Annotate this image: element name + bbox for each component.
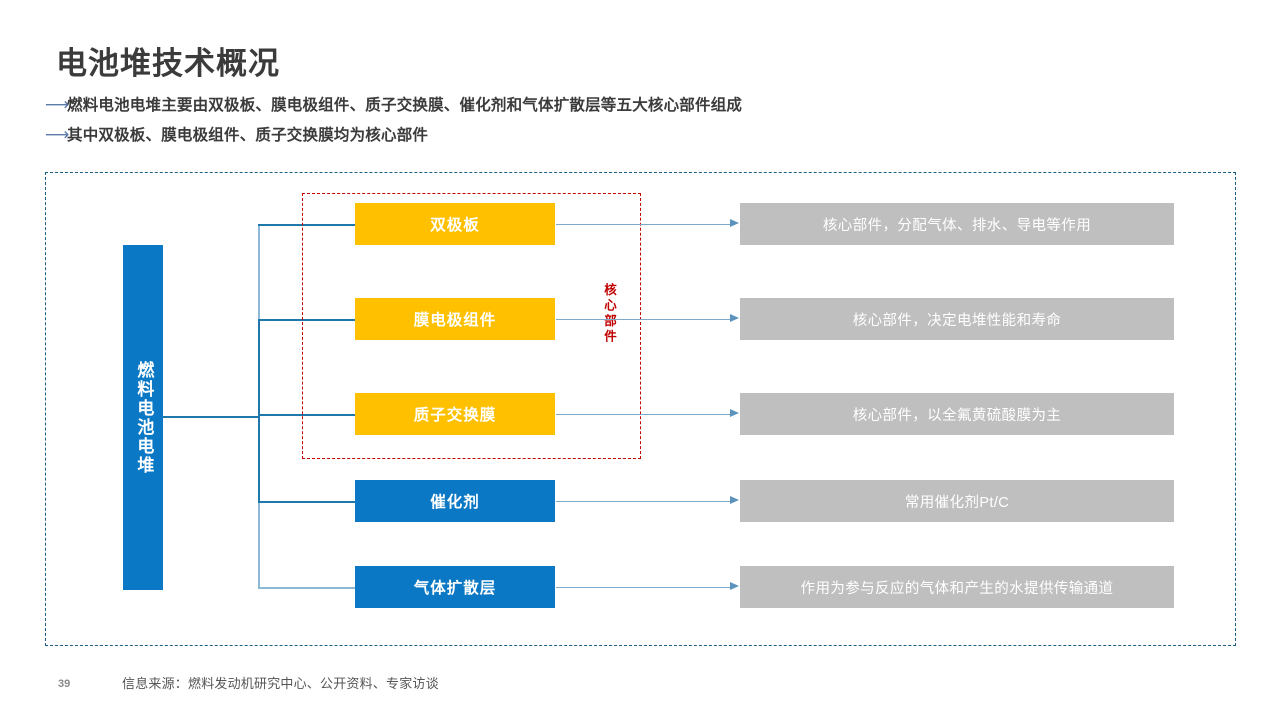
connector-branch-4 xyxy=(258,501,356,503)
node-catalyst[interactable]: 催化剂 xyxy=(355,480,555,522)
arrow-right-icon: ⟶ xyxy=(45,94,70,114)
page-number: 39 xyxy=(58,678,71,690)
connector-arrow-line-5 xyxy=(556,586,732,588)
connector-arrow-head-3 xyxy=(730,409,739,417)
connector-arrow-line-4 xyxy=(556,500,732,502)
connector-arrow-head-5 xyxy=(730,582,739,590)
connector-spine-upper xyxy=(258,224,260,319)
root-node-fuel-cell-stack[interactable]: 燃料电池电堆 xyxy=(123,245,163,590)
bullet-text: 燃料电池电堆主要由双极板、膜电极组件、质子交换膜、催化剂和气体扩散层等五大核心部… xyxy=(67,97,743,114)
node-gas-diffusion-layer[interactable]: 气体扩散层 xyxy=(355,566,555,608)
connector-arrow-head-1 xyxy=(730,219,739,227)
connector-branch-2 xyxy=(258,319,356,321)
connector-arrow-head-2 xyxy=(730,314,739,322)
node-bipolar-plate[interactable]: 双极板 xyxy=(355,203,555,245)
desc-catalyst: 常用催化剂Pt/C xyxy=(740,480,1174,522)
core-parts-label: 核心部件 xyxy=(602,283,616,345)
connector-arrow-line-1 xyxy=(556,223,732,225)
arrow-right-icon: ⟶ xyxy=(45,124,70,144)
connector-arrow-line-2 xyxy=(556,318,732,320)
connector-spine-mid-upper xyxy=(258,319,260,416)
page-title: 电池堆技术概况 xyxy=(56,46,280,81)
connector-branch-1 xyxy=(258,224,356,226)
node-membrane-electrode-assembly[interactable]: 膜电极组件 xyxy=(355,298,555,340)
bullet-item: ⟶ 其中双极板、膜电极组件、质子交换膜均为核心部件 xyxy=(45,123,428,145)
connector-spine-lower xyxy=(258,501,260,587)
bullet-text: 其中双极板、膜电极组件、质子交换膜均为核心部件 xyxy=(67,127,429,144)
connector-trunk xyxy=(163,416,259,418)
bullet-item: ⟶ 燃料电池电堆主要由双极板、膜电极组件、质子交换膜、催化剂和气体扩散层等五大核… xyxy=(45,93,742,115)
connector-branch-5 xyxy=(258,587,356,589)
desc-membrane-electrode-assembly: 核心部件，决定电堆性能和寿命 xyxy=(740,298,1174,340)
desc-gas-diffusion-layer: 作用为参与反应的气体和产生的水提供传输通道 xyxy=(740,566,1174,608)
connector-branch-3 xyxy=(258,414,356,416)
desc-proton-exchange-membrane: 核心部件，以全氟黄硫酸膜为主 xyxy=(740,393,1174,435)
connector-spine-mid-lower xyxy=(258,416,260,501)
core-parts-group-outline xyxy=(302,193,641,459)
desc-bipolar-plate: 核心部件，分配气体、排水、导电等作用 xyxy=(740,203,1174,245)
node-proton-exchange-membrane[interactable]: 质子交换膜 xyxy=(355,393,555,435)
connector-arrow-line-3 xyxy=(556,413,732,415)
connector-arrow-head-4 xyxy=(730,496,739,504)
diagram-container xyxy=(45,172,1236,646)
source-note: 信息来源：燃料发动机研究中心、公开资料、专家访谈 xyxy=(122,676,439,691)
